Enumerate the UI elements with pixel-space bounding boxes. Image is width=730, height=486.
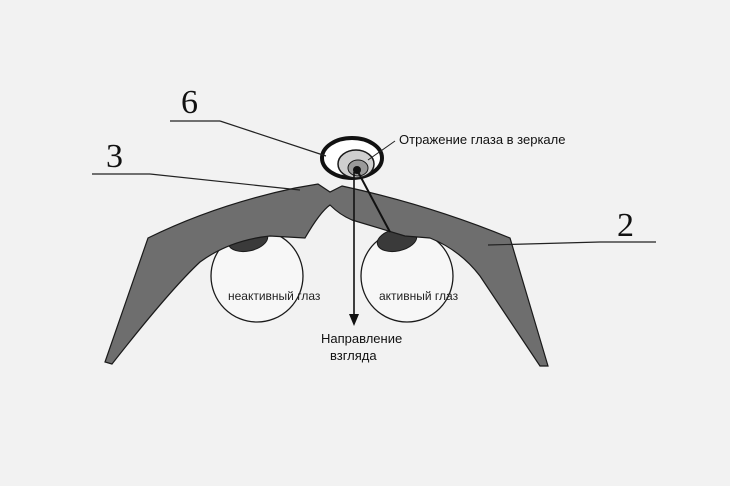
reflection-label: Отражение глаза в зеркале [399,132,565,147]
callout-2-pointer [487,241,601,246]
callout-3-pointer [149,173,301,191]
callout-number-3: 3 [106,138,123,175]
callout-number-6: 6 [181,84,198,121]
gaze-label-line1: Направление [321,331,402,346]
inactive-eye-label: неактивный глаз [228,289,321,303]
callout-6-pointer [219,120,327,157]
glasses-frame [104,183,549,367]
gaze-label-line2: взгляда [330,348,377,363]
active-eye-label: активный глаз [379,289,459,303]
reflection-path-line [356,169,391,233]
callout-number-2: 2 [617,207,634,244]
gaze-arrow-head [349,314,359,326]
reflection-label-leader [367,140,396,161]
